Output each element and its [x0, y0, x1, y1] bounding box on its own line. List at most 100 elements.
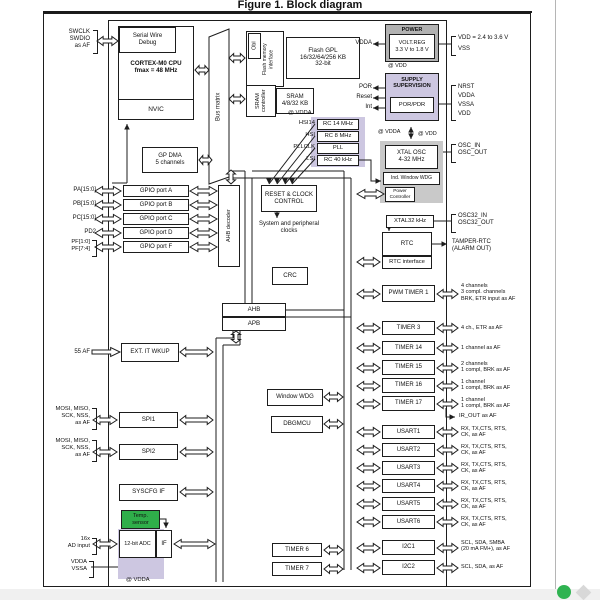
clock-vdda-label: @ VDDA — [378, 129, 401, 135]
serial-wire-debug-box: Serial Wire Debug — [119, 27, 176, 53]
gpio-port-f-box: GPIO port F — [123, 241, 189, 253]
bus-matrix-label: Bus matrix — [215, 92, 222, 122]
pf-pins-label: PF[1:0] PF[7:4] — [71, 239, 90, 252]
usart5-pins: RX, TX,CTS, RTS, CK, as AF — [461, 498, 507, 511]
i2c1-box: I2C1 — [382, 540, 435, 555]
crc-box: CRC — [272, 267, 308, 285]
sram-box: SRAM 4/8/32 KB — [276, 88, 314, 114]
tamper-label: TAMPER-RTC (ALARM OUT) — [452, 239, 491, 253]
usart2-pins: RX, TX,CTS, RTS, CK, as AF — [461, 444, 507, 457]
obl-box: Obl — [248, 33, 261, 59]
timer6-box: TIMER 6 — [272, 543, 322, 557]
gpio-port-c-box: GPIO port C — [123, 213, 189, 225]
timer3-pins: 4 ch., ETR as AF — [461, 325, 503, 331]
i2c2-box: I2C2 — [382, 560, 435, 575]
pf-pins-bracket — [92, 240, 97, 257]
vdda-vssa-label: VDDA VSSA — [70, 559, 87, 572]
por-pdr-box: POR/PDR — [390, 97, 434, 113]
pwm-timer1-box: PWM TIMER 1 — [382, 285, 435, 302]
gpio-port-d-box: GPIO port D — [123, 227, 189, 239]
bus-lines — [91, 43, 455, 582]
exti-wkup-box: EXT. IT WKUP — [121, 343, 179, 362]
spi1-box: SPI1 — [119, 412, 178, 428]
flash-box: Flash GPL 16/32/64/256 KB 32-bit — [286, 37, 360, 79]
timer15-box: TIMER 15 — [382, 360, 435, 375]
pd-pins-label: PD2 — [84, 229, 96, 235]
vdda-vssa-bracket — [89, 561, 94, 578]
por-label: POR — [358, 84, 372, 90]
timer3-box: TIMER 3 — [382, 321, 435, 335]
adc-if-box: IF — [156, 530, 172, 558]
pb-pins-label: PB[15:0] — [72, 201, 96, 207]
spi2-pins-label: MOSI, MISO, SCK, NSS, as AF — [55, 438, 90, 458]
spi2-pins-bracket — [92, 440, 97, 462]
timer16-box: TIMER 16 — [382, 378, 435, 393]
supply-vssa-label: VSSA — [458, 102, 475, 108]
osc-pins-label: OSC_IN OSC_OUT — [458, 143, 488, 157]
timer17-box: TIMER 17 — [382, 396, 435, 411]
power-vdd-label: @ VDD — [388, 63, 407, 69]
rc40-box: RC 40 kHz — [317, 155, 359, 166]
ir-out-label: IR_OUT as AF — [459, 413, 497, 419]
usart6-pins: RX, TX,CTS, RTS, CK, as AF — [461, 516, 507, 529]
nvic-box: NVIC — [118, 99, 194, 120]
bottom-band — [0, 589, 600, 600]
swd-pins-bracket — [93, 30, 98, 54]
supply-vdda-label: VDDA — [458, 93, 475, 99]
usart3-box: USART3 — [382, 461, 435, 475]
hsi14-label: HSI14 — [298, 120, 315, 126]
apb-box: APB — [222, 317, 286, 331]
osc32-pins-label: OSC32_IN OSC32_OUT — [458, 213, 494, 227]
i2c1-pins: SCL, SDA, SMBA (20 mA FM+), as AF — [461, 540, 511, 553]
pllclk-label: PLLCLK — [293, 144, 315, 150]
nrst-label: NRST — [458, 84, 475, 90]
figure-title: Figure 1. Block diagram — [237, 0, 363, 11]
timer14-pins: 1 channel as AF — [461, 345, 501, 351]
gpio-port-b-box: GPIO port B — [123, 199, 189, 211]
rc8-box: RC 8 MHz — [317, 131, 359, 142]
cortex-m0-label: CORTEX-M0 CPU fmax = 48 MHz — [130, 60, 182, 75]
usart1-pins: RX, TX,CTS, RTS, CK, as AF — [461, 426, 507, 439]
supply-vdd-label: VDD — [458, 111, 471, 117]
xtal32-box: XTAL32 kHz — [386, 215, 434, 228]
chip-boundary — [108, 20, 447, 587]
adc-pins-bracket — [92, 538, 97, 555]
ind-window-wdg-box: Ind. Window WDG — [383, 172, 440, 185]
spi1-pins-label: MOSI, MISO, SCK, NSS, as AF — [55, 406, 90, 426]
adc-vdda-label: @ VDDA — [126, 577, 150, 583]
xtal-osc-box: XTAL OSC 4-32 MHz — [385, 145, 438, 169]
ahb-box: AHB — [222, 303, 286, 317]
usart4-box: USART4 — [382, 479, 435, 493]
sram-controller-box: SRAM controller — [246, 85, 276, 117]
syscfg-box: SYSCFG IF — [119, 484, 178, 501]
usart6-box: USART6 — [382, 515, 435, 529]
ahb-decoder-box: AHB decoder — [218, 185, 240, 267]
usart1-box: USART1 — [382, 425, 435, 439]
vdd-bracket — [451, 36, 456, 56]
sram-vdda-label: @ VDDA — [288, 110, 312, 116]
adc-pins-label: 16x AD input — [67, 536, 90, 549]
pll-box: PLL — [317, 143, 359, 154]
usart5-box: USART5 — [382, 497, 435, 511]
window-wdg-box: Window WDG — [267, 389, 323, 406]
gpio-port-a-box: GPIO port A — [123, 185, 189, 197]
vss-label: VSS — [458, 46, 471, 52]
swd-pins-label: SWCLK SWDIO as AF — [68, 29, 90, 50]
power-controller-box: Power Controller — [385, 187, 415, 202]
exti-pin-label: 55 AF — [74, 349, 90, 355]
pwm-timer1-pins: 4 channels 3 compl. channels BRK, ETR in… — [461, 283, 516, 302]
floating-button-green[interactable] — [557, 585, 571, 599]
pa-pins-label: PA[15:0] — [73, 187, 96, 193]
vdd-range-label: VDD = 2.4 to 3.6 V — [458, 35, 509, 41]
gp-dma-box: GP DMA 5 channels — [142, 147, 198, 173]
timer14-box: TIMER 14 — [382, 341, 435, 355]
spi1-pins-bracket — [92, 408, 97, 430]
dbgmcu-box: DBGMCU — [271, 416, 323, 433]
title-rule — [43, 11, 532, 13]
usart3-pins: RX, TX,CTS, RTS, CK, as AF — [461, 462, 507, 475]
int-label: Int — [365, 104, 372, 110]
hsi-label: HSI — [305, 132, 315, 138]
timer15-pins: 2 channels 1 compl, BRK as AF — [461, 361, 511, 374]
reset-clock-control-box: RESET & CLOCK CONTROL — [261, 185, 317, 212]
